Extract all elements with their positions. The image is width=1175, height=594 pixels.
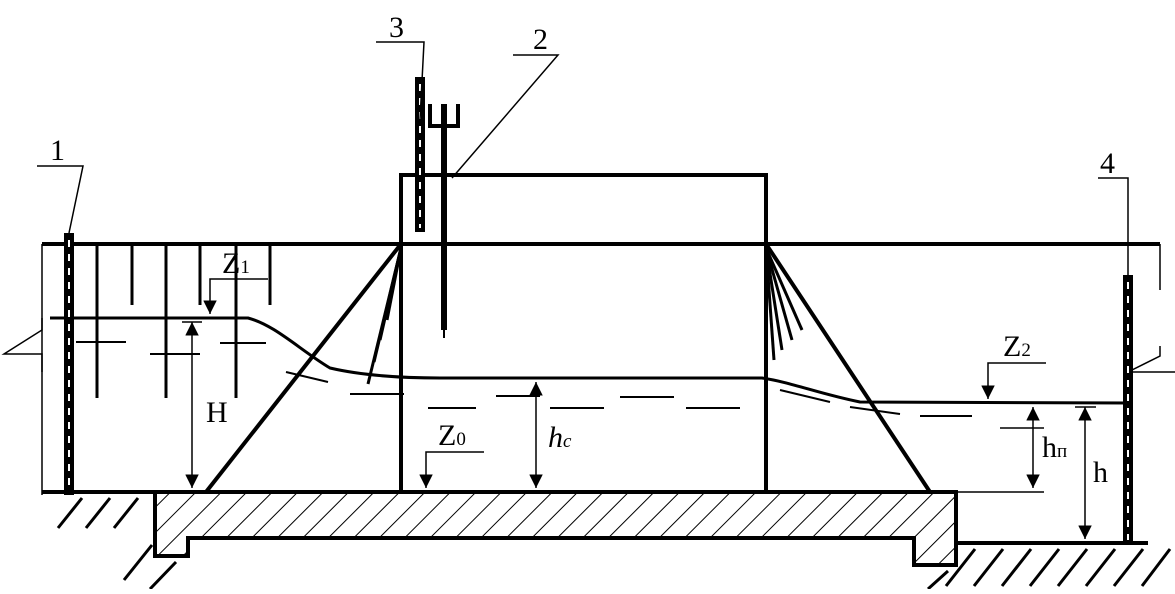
- H-label: H: [206, 396, 228, 429]
- z0-marker: [419, 451, 484, 488]
- right-rod-fan: [764, 247, 804, 361]
- water-surface-profile: [50, 316, 1131, 405]
- weir-foundation: [153, 490, 958, 567]
- gauge-1: [64, 233, 74, 495]
- callout-1-label: 1: [50, 134, 65, 167]
- hn-label: hп: [1042, 431, 1067, 464]
- h-label: h: [1093, 456, 1108, 489]
- gauge-2-pitot: [428, 104, 460, 338]
- ground-hatching: [56, 497, 1172, 591]
- channel-top-wall: [1, 242, 1175, 495]
- dim-H: [182, 321, 202, 488]
- upstream-rods: [95, 246, 272, 398]
- callout-3-label: 3: [389, 11, 404, 44]
- weir-body: [204, 173, 932, 494]
- z0-label: Z0: [438, 419, 466, 452]
- gauge-3: [415, 77, 425, 232]
- dim-hn: [956, 407, 1044, 493]
- z2-marker: [981, 362, 1046, 399]
- callout-leaders: [37, 41, 1129, 275]
- callout-4-label: 4: [1100, 147, 1115, 180]
- gauge-4: [1123, 275, 1133, 545]
- z2-label: Z2: [1003, 330, 1031, 363]
- dim-h: [1075, 406, 1096, 539]
- hc-label: hc: [548, 421, 572, 454]
- z1-label: Z1: [222, 247, 250, 280]
- z1-marker: [203, 278, 268, 314]
- left-rod-fan: [366, 247, 403, 385]
- callout-2-label: 2: [533, 23, 548, 56]
